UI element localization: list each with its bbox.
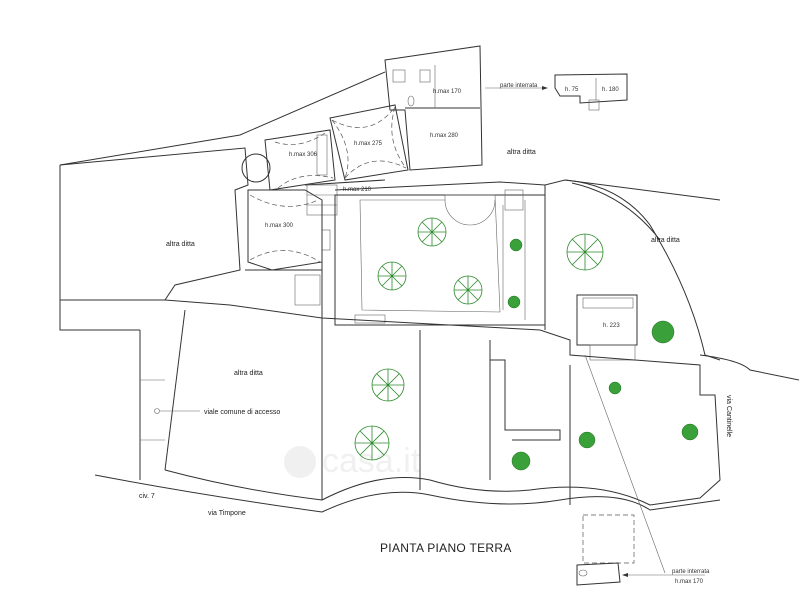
svg-text:casa.it: casa.it (322, 442, 421, 480)
room-label: h.max 210 (343, 187, 372, 193)
tree-icon (417, 217, 447, 247)
bush-icon (608, 381, 622, 395)
plan-title: PIANTA PIANO TERRA (380, 541, 512, 555)
basement-label: parte interrata (500, 83, 538, 89)
bush-icon (511, 451, 531, 471)
courtyard (294, 179, 721, 326)
bush-icon (681, 423, 699, 441)
civic-number: civ. 7 (139, 493, 155, 500)
room-label: h.max 280 (430, 133, 459, 139)
street-label: via Cantinelle (725, 395, 732, 437)
room-label: h.max 275 (354, 141, 383, 147)
access-label: viale comune di accesso (204, 409, 280, 416)
tree-icon (453, 275, 483, 305)
room-label: h.max 306 (289, 152, 318, 158)
left-building (59, 71, 386, 331)
neighbor-label: altra ditta (651, 237, 680, 244)
bush-icon (578, 431, 596, 449)
bush-icon (507, 295, 521, 309)
neighbor-label: altra ditta (507, 149, 536, 156)
basement-label: parte interrata (672, 569, 710, 575)
tree-icon (566, 233, 604, 271)
room-label: h.max 170 (433, 89, 462, 95)
upper-rooms (241, 45, 483, 271)
right-building (544, 179, 721, 361)
neighbor-label: altra ditta (166, 241, 195, 248)
basement-height: h. 75 (565, 87, 579, 93)
tree-icon (354, 425, 390, 461)
basement-height: h. 180 (602, 87, 619, 93)
tree-icon (377, 261, 407, 291)
tree-icon (371, 368, 405, 402)
bush-icon (651, 320, 675, 344)
basement-bottom-inset (576, 354, 705, 586)
room-label: h.max 300 (265, 223, 294, 229)
basement-top-inset (485, 73, 628, 111)
trees (354, 217, 699, 471)
basement-height: h.max 170 (675, 579, 704, 585)
watermark-logo: casa.it (284, 442, 421, 480)
lower-area (94, 299, 799, 513)
room-label: h. 223 (603, 323, 620, 329)
neighbor-label: altra ditta (234, 370, 263, 377)
street-label: via Timpone (208, 510, 246, 517)
bush-icon (509, 238, 523, 252)
